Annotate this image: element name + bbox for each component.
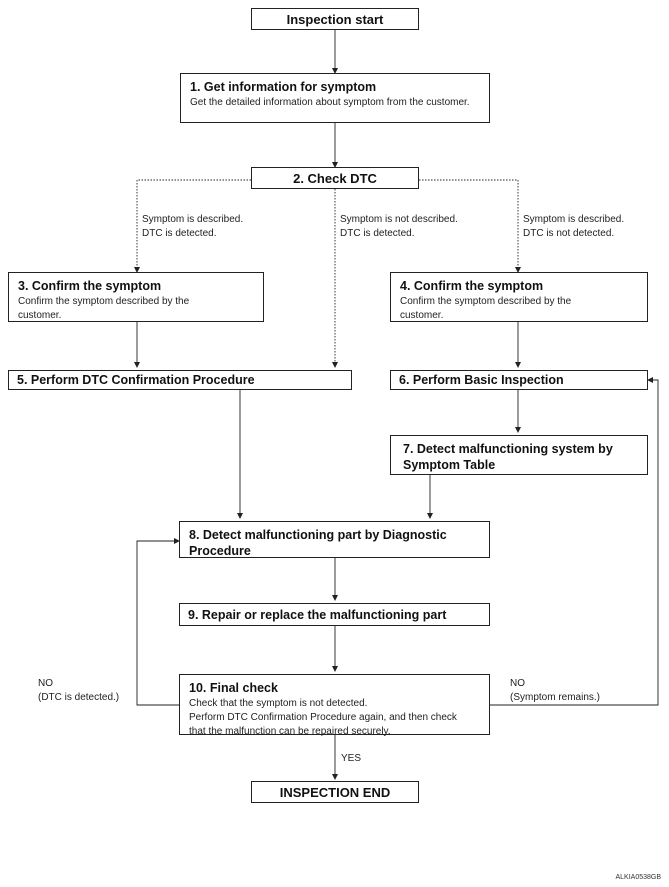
step-6-box: 6. Perform Basic Inspection (390, 370, 648, 390)
step-9-box: 9. Repair or replace the malfunctioning … (179, 603, 490, 626)
step-8-box: 8. Detect malfunctioning part by Diagnos… (179, 521, 490, 558)
step-2-label: 2. Check DTC (293, 170, 377, 186)
yes-label: YES (341, 753, 362, 764)
inspection-end-label: INSPECTION END (279, 784, 391, 800)
step-4-desc: Confirm the symptom described by the cus… (400, 296, 572, 321)
step-3-title: 3. Confirm the symptom (18, 279, 162, 293)
branch-label-b: Symptom is not described. DTC is detecte… (340, 214, 458, 239)
step-9-label: 9. Repair or replace the malfunctioning … (188, 607, 447, 622)
arrow-no-right (490, 377, 659, 706)
no-right-label: NO (Symptom remains.) (510, 678, 601, 703)
step-1-desc: Get the detailed information about sympt… (190, 97, 470, 108)
step-7-title: 7. Detect malfunctioning system by Sympt… (403, 442, 613, 472)
arrow-2-to-3 (134, 179, 251, 273)
inspection-start-label: Inspection start (286, 11, 384, 27)
figure-code: ALKIA0538GB (615, 874, 661, 881)
step-5-box: 5. Perform DTC Confirmation Procedure (8, 370, 352, 390)
step-4-title: 4. Confirm the symptom (400, 279, 544, 293)
step-7-box: 7. Detect malfunctioning system by Sympt… (390, 435, 648, 475)
step-1-title: 1. Get information for symptom (190, 80, 377, 94)
step-2-box: 2. Check DTC (251, 167, 419, 189)
branch-label-c: Symptom is described. DTC is not detecte… (523, 214, 625, 239)
branch-label-a: Symptom is described. DTC is detected. (142, 214, 244, 239)
inspection-end-box: INSPECTION END (251, 781, 419, 803)
step-10-box: 10. Final check Check that the symptom i… (179, 674, 490, 737)
inspection-start-box: Inspection start (251, 8, 419, 30)
step-6-label: 6. Perform Basic Inspection (399, 373, 564, 387)
step-10-desc: Check that the symptom is not detected. … (189, 698, 457, 737)
step-3-desc: Confirm the symptom described by the cus… (18, 296, 190, 321)
no-left-label: NO (DTC is detected.) (38, 678, 120, 703)
step-1-box: 1. Get information for symptom Get the d… (180, 73, 490, 123)
step-3-box: 3. Confirm the symptom Confirm the sympt… (8, 272, 264, 322)
step-5-label: 5. Perform DTC Confirmation Procedure (17, 373, 255, 387)
step-4-box: 4. Confirm the symptom Confirm the sympt… (390, 272, 648, 322)
step-8-title: 8. Detect malfunctioning part by Diagnos… (189, 528, 447, 558)
arrow-no-left (136, 538, 180, 706)
arrow-2-to-4 (419, 179, 521, 273)
step-10-title: 10. Final check (189, 681, 278, 695)
